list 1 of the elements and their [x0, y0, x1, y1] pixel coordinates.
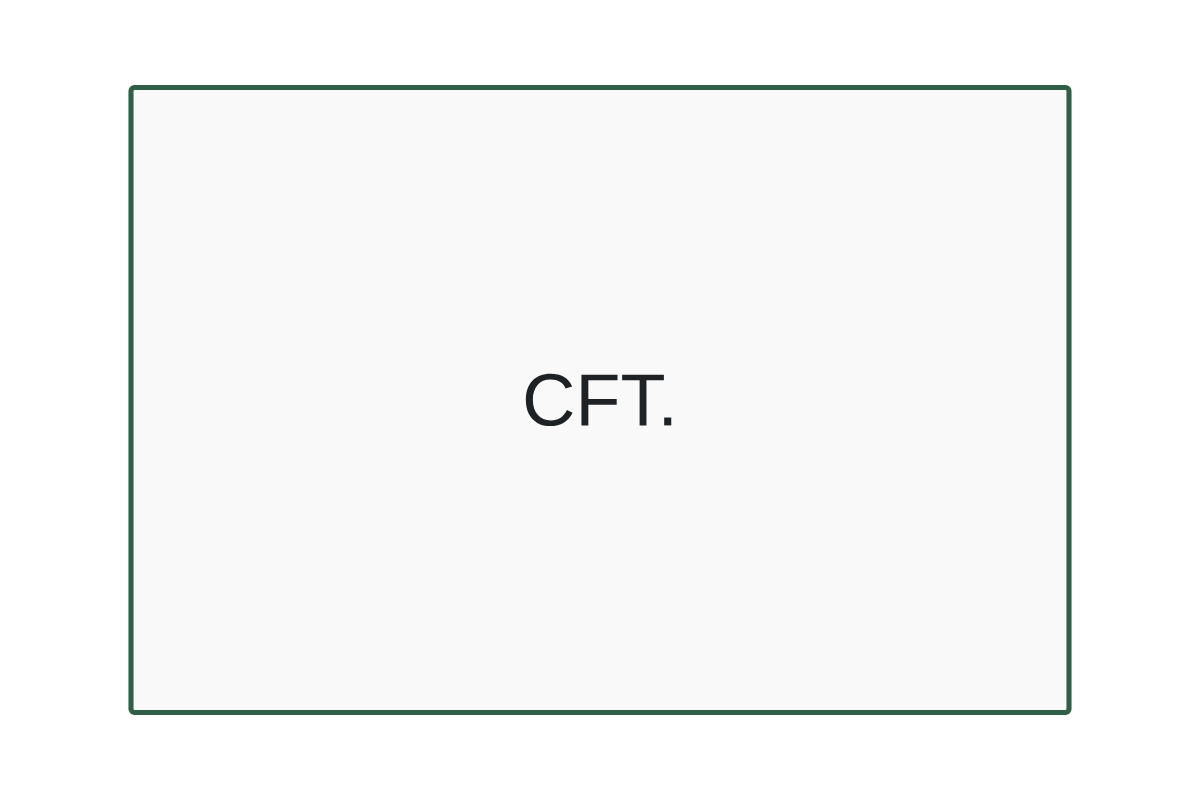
text-box: CFT.	[128, 84, 1072, 716]
